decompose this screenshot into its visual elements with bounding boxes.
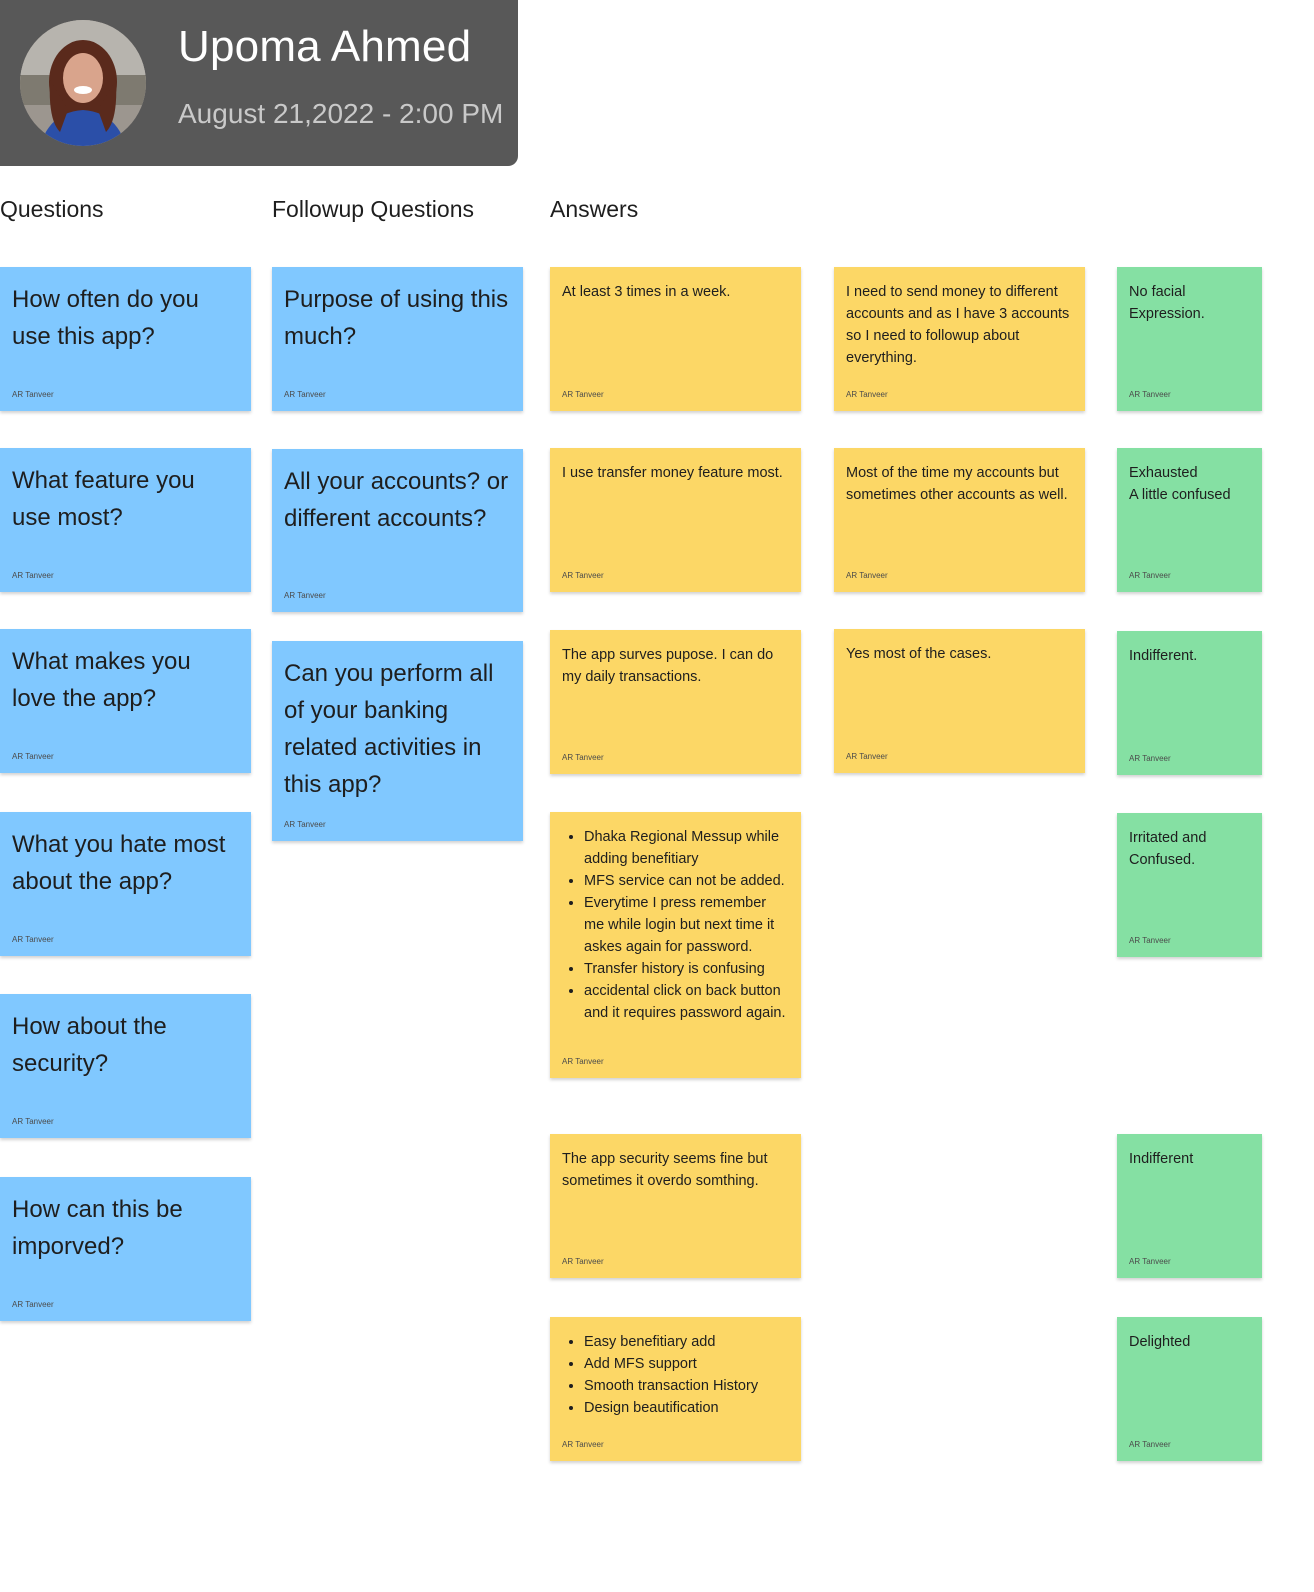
list-item: MFS service can not be added. (584, 870, 789, 892)
author-label: AR Tanveer (562, 753, 604, 762)
followup-question-text: All your accounts? or different accounts… (284, 463, 511, 537)
question-text: What makes you love the app? (12, 643, 239, 717)
answer-sticky-note[interactable]: Dhaka Regional Messup while adding benef… (550, 812, 801, 1078)
author-label: AR Tanveer (1129, 390, 1171, 399)
emotion-text: Irritated and Confused. (1129, 827, 1250, 871)
author-label: AR Tanveer (284, 390, 326, 399)
followup-answer-sticky-note[interactable]: Yes most of the cases. AR Tanveer (834, 629, 1085, 773)
emotion-text: Exhausted A little confused (1129, 462, 1250, 506)
author-label: AR Tanveer (562, 1440, 604, 1449)
author-label: AR Tanveer (846, 752, 888, 761)
question-text: How can this be imporved? (12, 1191, 239, 1265)
author-label: AR Tanveer (284, 591, 326, 600)
answer-bullet-list: Easy benefitiary add Add MFS support Smo… (562, 1331, 789, 1419)
emotion-text: Indifferent. (1129, 645, 1250, 667)
author-label: AR Tanveer (1129, 754, 1171, 763)
list-item: Dhaka Regional Messup while adding benef… (584, 826, 789, 870)
followup-sticky-note[interactable]: Purpose of using this much? AR Tanveer (272, 267, 523, 411)
author-label: AR Tanveer (12, 752, 54, 761)
author-label: AR Tanveer (12, 1300, 54, 1309)
followup-question-text: Can you perform all of your banking rela… (284, 655, 511, 803)
followup-answer-text: I need to send money to different accoun… (846, 281, 1073, 369)
followup-answer-sticky-note[interactable]: Most of the time my accounts but sometim… (834, 448, 1085, 592)
author-label: AR Tanveer (1129, 571, 1171, 580)
followup-answer-text: Most of the time my accounts but sometim… (846, 462, 1073, 506)
followup-answer-text: Yes most of the cases. (846, 643, 1073, 665)
emotion-text: Indifferent (1129, 1148, 1250, 1170)
author-label: AR Tanveer (562, 571, 604, 580)
author-label: AR Tanveer (562, 390, 604, 399)
list-item: Smooth transaction History (584, 1375, 789, 1397)
author-label: AR Tanveer (284, 820, 326, 829)
question-sticky-note[interactable]: How about the security? AR Tanveer (0, 994, 251, 1138)
author-label: AR Tanveer (12, 571, 54, 580)
author-label: AR Tanveer (12, 1117, 54, 1126)
avatar (20, 20, 146, 146)
author-label: AR Tanveer (1129, 1440, 1171, 1449)
author-label: AR Tanveer (846, 571, 888, 580)
answer-sticky-note[interactable]: Easy benefitiary add Add MFS support Smo… (550, 1317, 801, 1461)
question-text: How often do you use this app? (12, 281, 239, 355)
list-item: Everytime I press remember me while logi… (584, 892, 789, 958)
answer-text: The app surves pupose. I can do my daily… (562, 644, 789, 688)
answer-bullet-list: Dhaka Regional Messup while adding benef… (562, 826, 789, 1024)
emotion-sticky-note[interactable]: Irritated and Confused. AR Tanveer (1117, 813, 1262, 957)
answer-sticky-note[interactable]: I use transfer money feature most. AR Ta… (550, 448, 801, 592)
emotion-sticky-note[interactable]: Exhausted A little confused AR Tanveer (1117, 448, 1262, 592)
emotion-sticky-note[interactable]: Delighted AR Tanveer (1117, 1317, 1262, 1461)
answer-sticky-note[interactable]: The app security seems fine but sometime… (550, 1134, 801, 1278)
followup-answer-sticky-note[interactable]: I need to send money to different accoun… (834, 267, 1085, 411)
question-sticky-note[interactable]: What feature you use most? AR Tanveer (0, 448, 251, 592)
list-item: Add MFS support (584, 1353, 789, 1375)
author-label: AR Tanveer (846, 390, 888, 399)
answer-text: At least 3 times in a week. (562, 281, 789, 303)
question-text: How about the security? (12, 1008, 239, 1082)
author-label: AR Tanveer (1129, 936, 1171, 945)
question-sticky-note[interactable]: How often do you use this app? AR Tanvee… (0, 267, 251, 411)
emotion-sticky-note[interactable]: Indifferent AR Tanveer (1117, 1134, 1262, 1278)
interview-datetime: August 21,2022 - 2:00 PM (178, 98, 503, 130)
person-photo-icon (20, 20, 146, 146)
list-item: Transfer history is confusing (584, 958, 789, 980)
question-sticky-note[interactable]: What makes you love the app? AR Tanveer (0, 629, 251, 773)
list-item: Easy benefitiary add (584, 1331, 789, 1353)
column-title-questions: Questions (0, 196, 104, 223)
question-sticky-note[interactable]: How can this be imporved? AR Tanveer (0, 1177, 251, 1321)
answer-sticky-note[interactable]: At least 3 times in a week. AR Tanveer (550, 267, 801, 411)
emotion-text: Delighted (1129, 1331, 1250, 1353)
followup-sticky-note[interactable]: All your accounts? or different accounts… (272, 449, 523, 612)
question-text: What you hate most about the app? (12, 826, 239, 900)
question-text: What feature you use most? (12, 462, 239, 536)
author-label: AR Tanveer (1129, 1257, 1171, 1266)
emotion-sticky-note[interactable]: No facial Expression. AR Tanveer (1117, 267, 1262, 411)
interview-header-card: Upoma Ahmed August 21,2022 - 2:00 PM (0, 0, 518, 166)
participant-name: Upoma Ahmed (178, 22, 471, 72)
column-title-answers: Answers (550, 196, 638, 223)
answer-text: The app security seems fine but sometime… (562, 1148, 789, 1192)
author-label: AR Tanveer (562, 1257, 604, 1266)
emotion-text: No facial Expression. (1129, 281, 1250, 325)
followup-sticky-note[interactable]: Can you perform all of your banking rela… (272, 641, 523, 841)
answer-sticky-note[interactable]: The app surves pupose. I can do my daily… (550, 630, 801, 774)
column-title-followup-questions: Followup Questions (272, 196, 474, 223)
answer-text: I use transfer money feature most. (562, 462, 789, 484)
question-sticky-note[interactable]: What you hate most about the app? AR Tan… (0, 812, 251, 956)
followup-question-text: Purpose of using this much? (284, 281, 511, 355)
list-item: Design beautification (584, 1397, 789, 1419)
author-label: AR Tanveer (12, 935, 54, 944)
emotion-sticky-note[interactable]: Indifferent. AR Tanveer (1117, 631, 1262, 775)
author-label: AR Tanveer (12, 390, 54, 399)
list-item: accidental click on back button and it r… (584, 980, 789, 1024)
author-label: AR Tanveer (562, 1057, 604, 1066)
